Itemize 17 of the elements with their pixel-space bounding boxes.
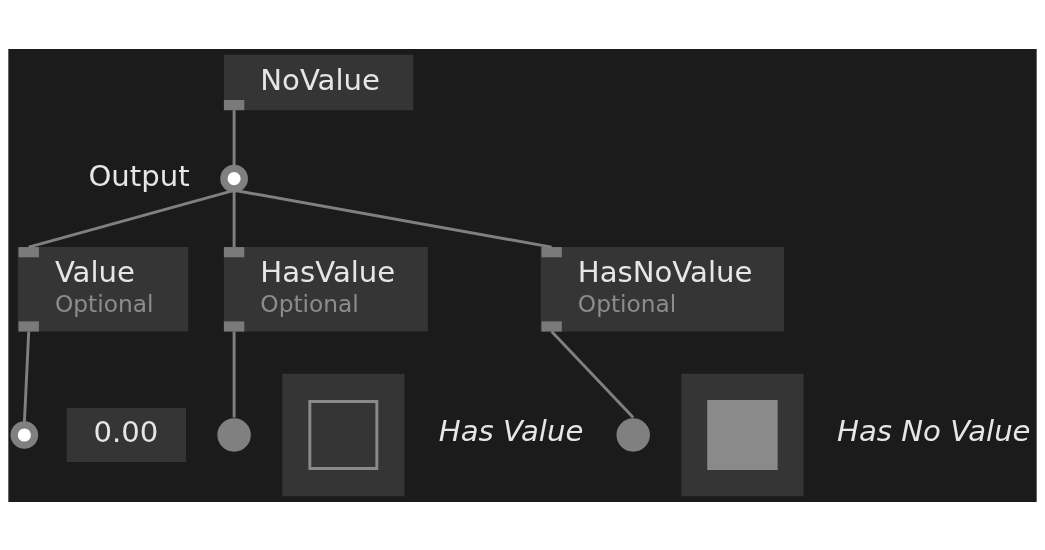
node-label: Has No Value bbox=[837, 413, 1031, 448]
node-box bbox=[681, 373, 804, 496]
node-circle bbox=[217, 417, 251, 452]
node-circle bbox=[10, 420, 39, 449]
connector bbox=[232, 189, 236, 247]
node-label: Has Value bbox=[438, 413, 584, 448]
connector bbox=[22, 331, 31, 423]
connector bbox=[232, 331, 236, 417]
connector bbox=[28, 188, 235, 248]
node-circle bbox=[220, 164, 248, 192]
node-box bbox=[282, 373, 405, 496]
node-box: 0.00 bbox=[66, 407, 187, 462]
connector bbox=[232, 109, 236, 167]
connector bbox=[233, 188, 552, 249]
connector bbox=[550, 330, 635, 419]
node-label: Output bbox=[88, 158, 190, 193]
node-circle bbox=[616, 417, 650, 452]
